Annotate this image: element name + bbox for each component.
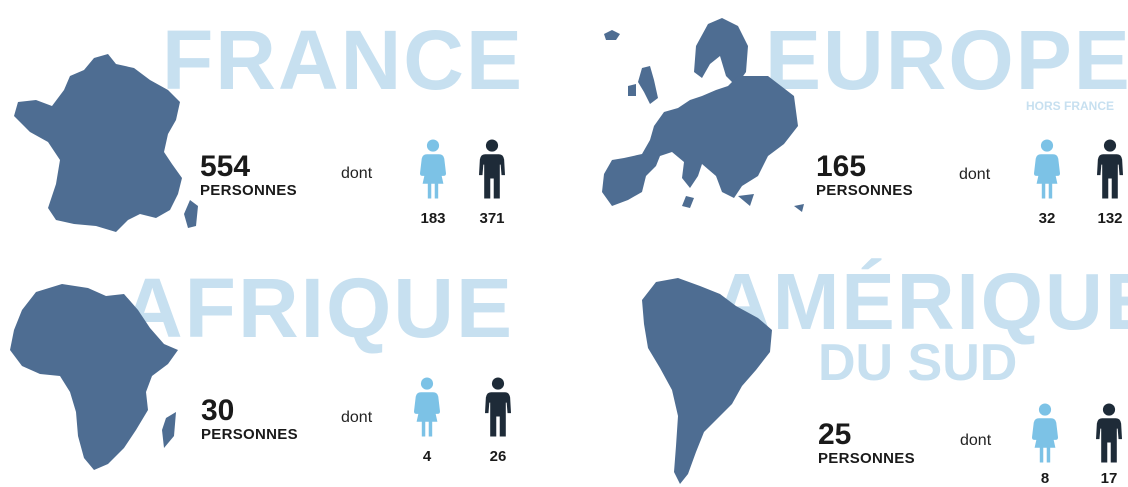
total-count-africa: 30 PERSONNES bbox=[201, 394, 298, 443]
female-count: 183 bbox=[420, 210, 446, 227]
total-number: 25 bbox=[818, 418, 852, 451]
female-count: 8 bbox=[1040, 470, 1050, 487]
dont-label: dont bbox=[960, 432, 992, 449]
male-icon bbox=[1097, 136, 1123, 202]
total-count-europe: 165 PERSONNES bbox=[816, 150, 913, 199]
female-icon bbox=[420, 136, 446, 202]
total-unit: PERSONNES bbox=[816, 182, 913, 199]
total-number: 165 bbox=[816, 150, 867, 183]
africa-map-icon bbox=[10, 284, 178, 470]
total-count-france: 554 PERSONNES bbox=[200, 150, 297, 199]
region-subtitle-europe: HORS FRANCE bbox=[1026, 99, 1115, 113]
female-icon bbox=[1032, 400, 1058, 466]
france-map-icon bbox=[14, 54, 198, 232]
total-number: 554 bbox=[200, 150, 251, 183]
region-title-africa: AFRIQUE bbox=[122, 261, 514, 355]
total-unit: PERSONNES bbox=[200, 182, 297, 199]
male-count: 26 bbox=[489, 448, 507, 465]
female-icon bbox=[1034, 136, 1060, 202]
male-count: 17 bbox=[1100, 470, 1118, 487]
region-title-south-america: AMÉRIQUE bbox=[713, 257, 1128, 346]
region-title-europe: EUROPE bbox=[765, 13, 1128, 107]
female-count: 32 bbox=[1038, 210, 1056, 227]
total-unit: PERSONNES bbox=[201, 426, 298, 443]
region-subtitle-south-america: DU SUD bbox=[818, 334, 1018, 392]
female-icon bbox=[414, 374, 440, 440]
male-icon bbox=[1096, 400, 1122, 466]
total-count-south-america: 25 PERSONNES bbox=[818, 418, 915, 467]
europe-map-icon bbox=[602, 18, 804, 212]
total-number: 30 bbox=[201, 394, 235, 427]
female-count: 4 bbox=[422, 448, 432, 465]
male-count: 132 bbox=[1097, 210, 1123, 227]
male-count: 371 bbox=[479, 210, 505, 227]
region-title-france: FRANCE bbox=[162, 13, 524, 107]
dont-label: dont bbox=[341, 165, 373, 182]
dont-label: dont bbox=[341, 409, 373, 426]
male-icon bbox=[485, 374, 511, 440]
male-icon bbox=[479, 136, 505, 202]
south-america-map-icon bbox=[642, 278, 772, 484]
dont-label: dont bbox=[959, 166, 991, 183]
total-unit: PERSONNES bbox=[818, 450, 915, 467]
